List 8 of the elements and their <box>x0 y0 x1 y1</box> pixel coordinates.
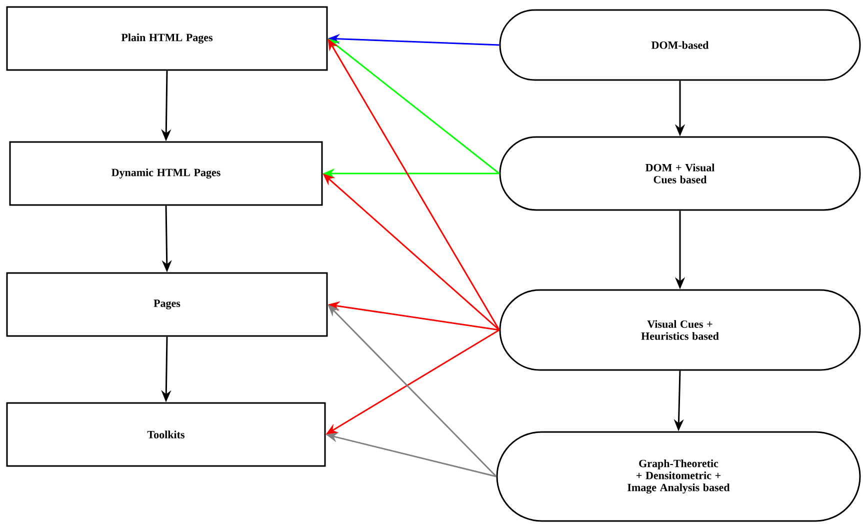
page-type-box: Plain HTML Pages <box>6 6 328 71</box>
method-pill: DOM + Visual Cues based <box>499 136 861 211</box>
method-pill: Graph-Theoretic + Densitometric + Image Analysis based <box>496 431 861 522</box>
page-type-box: Toolkits <box>6 402 326 467</box>
page-type-box: Dynamic HTML Pages <box>9 141 323 206</box>
method-pill: DOM-based <box>499 9 861 81</box>
method-pill: Visual Cues + Heuristics based <box>499 289 861 371</box>
page-type-box: Pages <box>6 272 328 337</box>
